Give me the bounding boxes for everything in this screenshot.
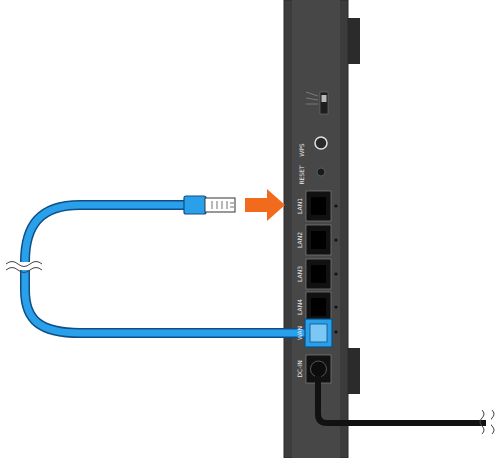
insert-arrow: [245, 189, 285, 221]
lan-ports: [306, 191, 338, 334]
lan-cable-outline: [25, 205, 312, 333]
port-label: WPS: [299, 143, 305, 156]
lan-cable: [25, 205, 312, 333]
switch-knob: [322, 95, 327, 102]
break-gap: [486, 412, 491, 434]
wan-port-plugged: [305, 319, 332, 347]
break-mark: [480, 410, 494, 434]
port-label: LAN3: [297, 266, 303, 282]
power-cable: [318, 376, 490, 423]
break-mark: [6, 262, 42, 273]
plug-contacts: [212, 201, 234, 209]
port-label: LAN2: [297, 232, 303, 248]
port-label: LAN4: [297, 299, 303, 315]
wan-plug: [310, 324, 327, 342]
dc-plug: [311, 361, 327, 377]
port-label: DC-IN: [297, 360, 303, 377]
port-label: WAN: [297, 326, 303, 340]
plug-boot: [184, 196, 206, 214]
port-label: RESET: [299, 165, 305, 184]
wps-button: [315, 137, 327, 149]
reset-hole: [317, 168, 325, 176]
mode-switch: [320, 92, 328, 114]
port-label: LAN1: [297, 198, 303, 214]
rj45-plug: [205, 198, 235, 212]
switch-marks: [306, 92, 318, 104]
